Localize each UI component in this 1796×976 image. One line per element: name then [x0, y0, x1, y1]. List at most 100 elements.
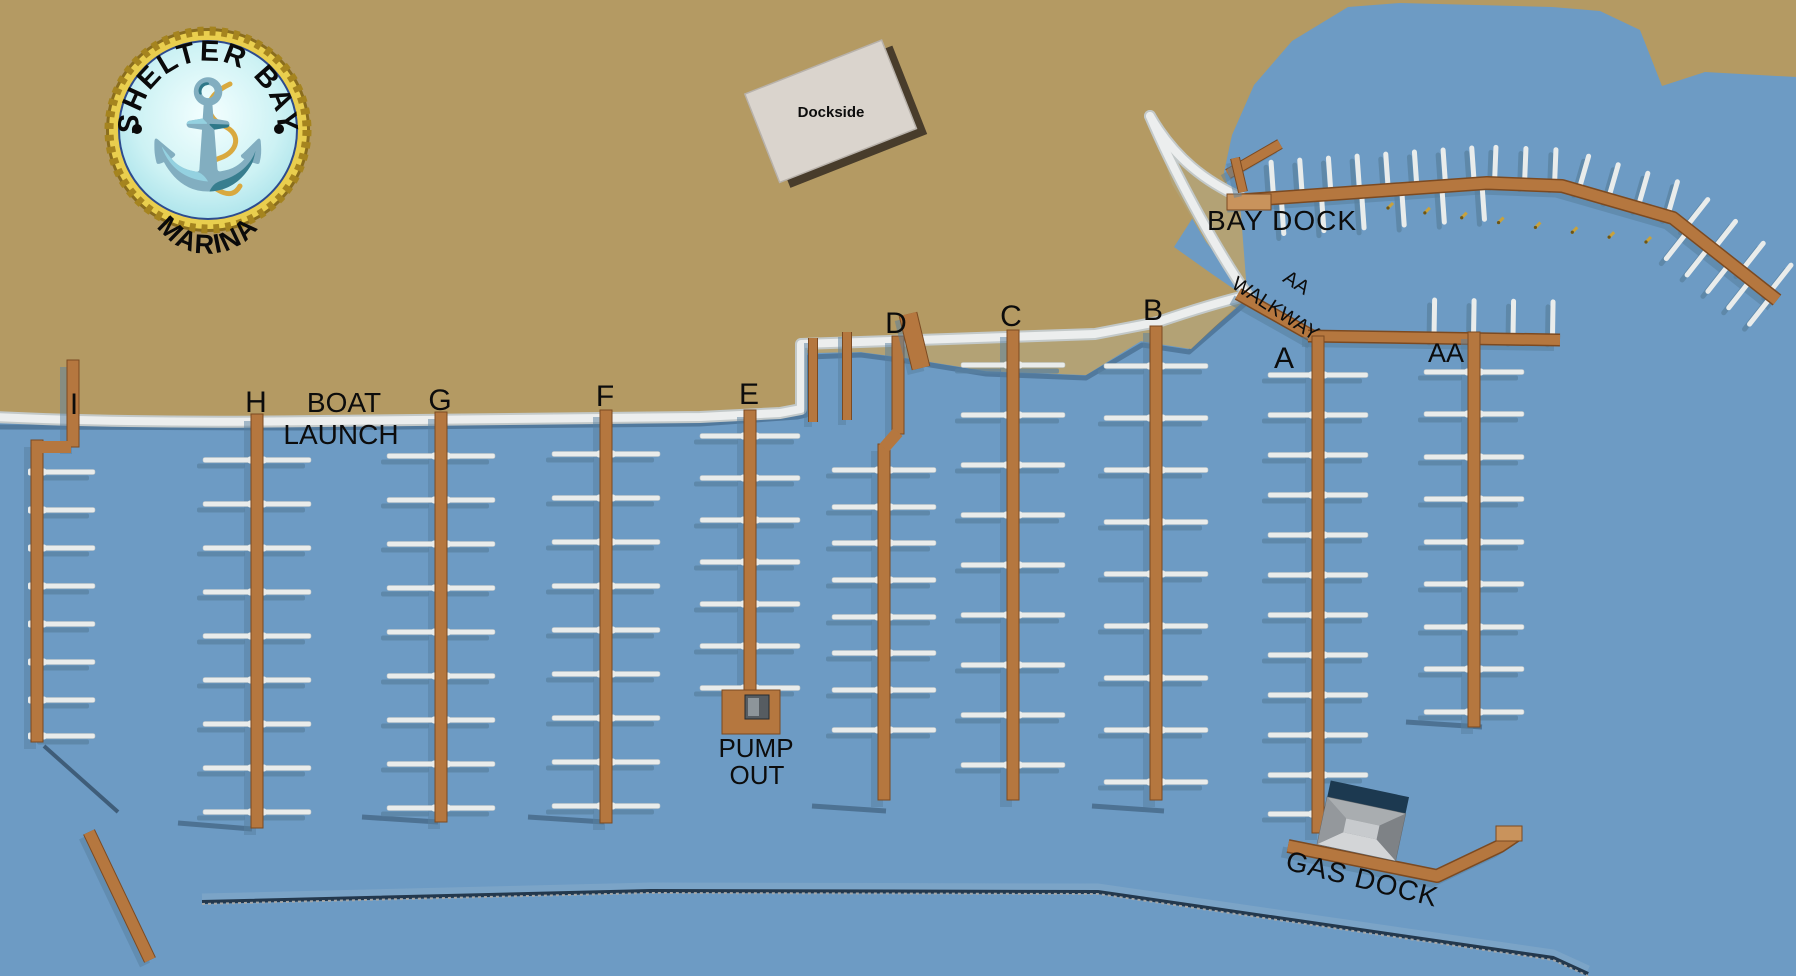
slip-finger	[960, 412, 1008, 418]
dockside-building	[743, 39, 928, 188]
slip-finger-shadow	[694, 565, 738, 571]
slip-finger	[1103, 571, 1151, 577]
slip-finger-shadow	[955, 568, 1001, 574]
slip-finger-shadow	[1474, 672, 1518, 678]
slip-finger-shadow	[1418, 630, 1462, 636]
slip-finger	[386, 717, 436, 723]
slip-finger	[262, 633, 312, 639]
dock-walkway	[1467, 331, 1481, 728]
slip-finger-shadow	[750, 439, 794, 445]
slip-finger-shadow	[1474, 375, 1518, 381]
slip-finger-shadow	[826, 733, 872, 739]
slip-finger	[42, 659, 96, 665]
t-dock-stem	[1231, 157, 1247, 193]
mooring-pile-base	[1496, 220, 1501, 225]
slip-finger-shadow	[826, 656, 872, 662]
slip-finger	[1423, 581, 1469, 587]
slip-finger-shadow	[884, 510, 930, 516]
slip-finger-shadow	[1262, 618, 1306, 624]
slip-finger-shadow	[1098, 681, 1144, 687]
slip-finger-shadow	[1013, 418, 1059, 424]
slip-finger-shadow	[257, 771, 305, 777]
slip-finger-shadow	[1474, 587, 1518, 593]
slip-finger	[1018, 712, 1066, 718]
slip-finger	[1479, 624, 1525, 630]
dock-c-label: C	[1000, 300, 1022, 333]
mooring-pile-base	[1570, 230, 1574, 234]
slip-finger	[831, 614, 879, 620]
slip-finger-shadow	[197, 771, 245, 777]
slip-finger	[1323, 652, 1369, 658]
slip-finger	[889, 614, 937, 620]
slip-finger	[1423, 624, 1469, 630]
slip-finger-shadow	[1474, 545, 1518, 551]
mooring-pile-base	[1386, 206, 1390, 210]
slip-finger-shadow	[37, 475, 89, 481]
slip-finger-shadow	[1434, 188, 1442, 230]
slip-finger-shadow	[694, 607, 738, 613]
slip-finger	[202, 633, 252, 639]
slip-finger	[755, 475, 801, 481]
slip-finger	[699, 517, 745, 523]
slip-finger	[262, 501, 312, 507]
slip-finger-shadow	[826, 510, 872, 516]
slip-finger	[1018, 562, 1066, 568]
slip-finger	[699, 433, 745, 439]
slip-finger-shadow	[441, 459, 489, 465]
gas-dock-building	[1316, 780, 1410, 862]
slip-finger-shadow	[1156, 629, 1202, 635]
slip-finger-shadow	[1098, 785, 1144, 791]
slip-finger-shadow	[197, 507, 245, 513]
slip-finger	[386, 453, 436, 459]
slip-finger-shadow	[606, 809, 654, 815]
slip-finger	[1423, 454, 1469, 460]
dock-base-shadow	[527, 814, 605, 825]
slip-finger	[1161, 571, 1209, 577]
slip-finger	[42, 621, 96, 627]
slip-finger-shadow	[197, 727, 245, 733]
slip-finger-shadow	[955, 418, 1001, 424]
slip-finger-shadow	[1156, 785, 1202, 791]
slip-finger-shadow	[1318, 458, 1362, 464]
slip-finger	[262, 809, 312, 815]
slip-finger	[960, 762, 1008, 768]
slip-finger-shadow	[884, 546, 930, 552]
slip-finger	[960, 712, 1008, 718]
dock-base-shadow	[811, 803, 887, 814]
slip-finger	[1103, 363, 1151, 369]
slip-finger-shadow	[381, 459, 429, 465]
slip-finger	[551, 627, 601, 633]
slip-finger	[699, 475, 745, 481]
slip-finger	[611, 583, 661, 589]
slip-finger	[755, 433, 801, 439]
slip-finger-shadow	[546, 765, 594, 771]
slip-finger	[1323, 372, 1369, 378]
slip-finger-shadow	[1262, 778, 1306, 784]
slip-finger-shadow	[1013, 468, 1059, 474]
slip-finger-shadow	[955, 718, 1001, 724]
dock-walkway	[599, 409, 613, 824]
slip-finger	[889, 727, 937, 733]
logo-rope-curl	[203, 81, 243, 197]
slip-finger-shadow	[1156, 421, 1202, 427]
slip-finger-shadow	[1156, 525, 1202, 531]
slip-finger	[202, 677, 252, 683]
dock-base-shadow	[1091, 803, 1165, 814]
slip-finger	[1267, 452, 1313, 458]
slip-finger	[1267, 732, 1313, 738]
slip-finger	[611, 451, 661, 457]
dock-b	[1098, 325, 1209, 807]
dock-base-shadow	[177, 820, 253, 832]
slip-finger	[1323, 492, 1369, 498]
mooring-pile-base	[1644, 240, 1648, 244]
slip-finger-shadow	[1262, 458, 1306, 464]
slip-finger-shadow	[546, 721, 594, 727]
slip-finger-shadow	[1098, 629, 1144, 635]
south-float	[84, 829, 155, 963]
slip-finger-shadow	[1418, 375, 1462, 381]
slip-finger	[551, 759, 601, 765]
dock-g	[381, 411, 496, 829]
slip-finger-shadow	[1394, 191, 1402, 233]
slip-finger	[446, 453, 496, 459]
slip-finger-shadow	[1418, 502, 1462, 508]
